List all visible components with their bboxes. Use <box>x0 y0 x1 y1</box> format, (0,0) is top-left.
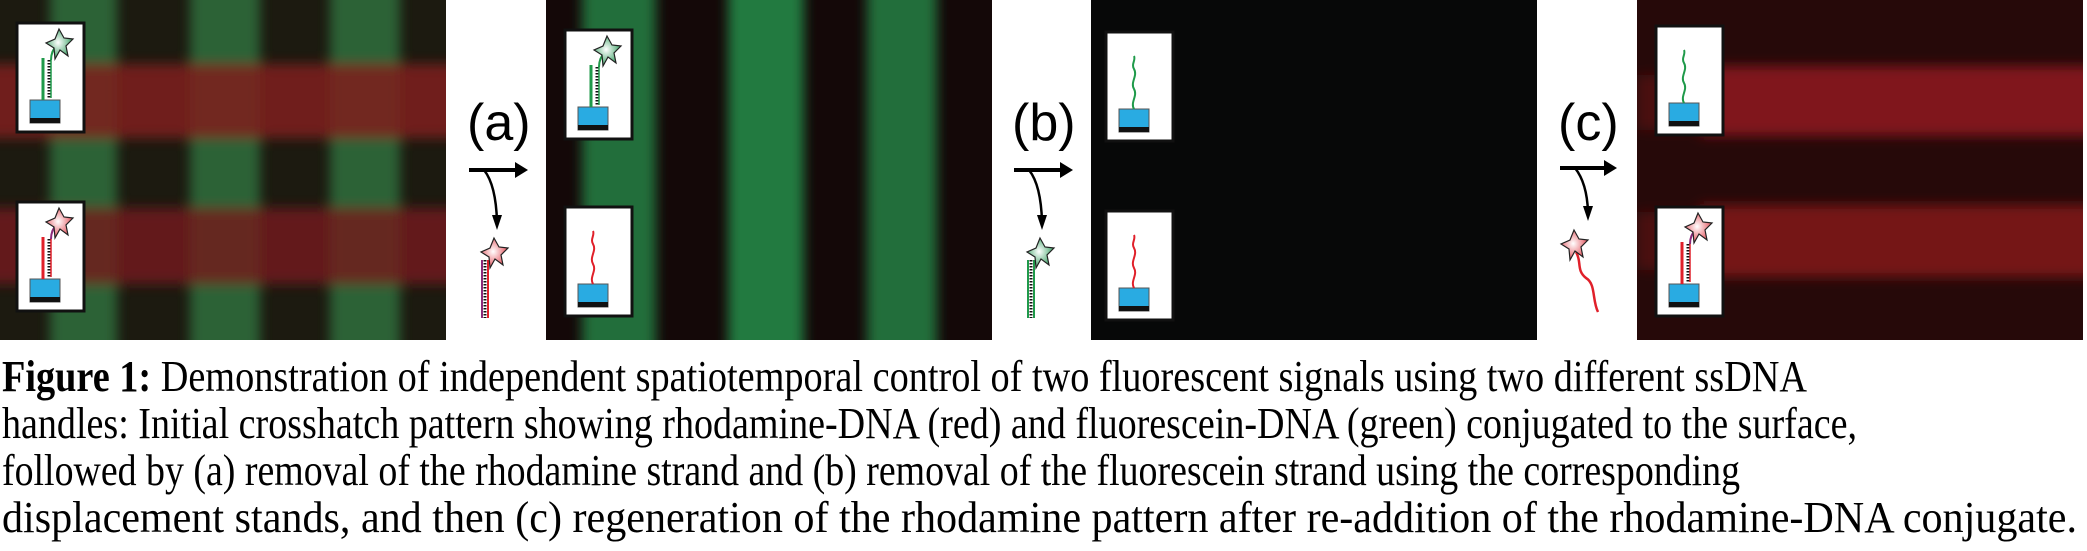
inset-rhodamine-dsdna <box>1654 205 1725 318</box>
arrow-icon <box>1014 162 1073 230</box>
figure-caption: Figure 1: Demonstration of independent s… <box>2 353 2087 541</box>
step-a: (a) <box>467 94 531 318</box>
panel-after-fluorescein-removal <box>1091 0 1537 340</box>
arrow-icon <box>1560 160 1617 221</box>
figure-graphic: (a) (b) <box>0 0 2083 340</box>
arrow-icon <box>469 162 528 230</box>
inset-fluorescein-ssdna <box>1654 24 1725 137</box>
added-rhodamine-ssdna-icon <box>1560 229 1600 313</box>
inset-rhodamine-ssdna <box>563 205 634 318</box>
caption-line-4: displacement stands, and then (c) regene… <box>2 493 2077 542</box>
inset-rhodamine-ssdna <box>1104 209 1175 322</box>
panel-rhodamine-regenerated <box>1637 0 2083 340</box>
caption-line-3: followed by (a) removal of the rhodamine… <box>2 446 1740 495</box>
step-label-c: (c) <box>1558 94 1619 152</box>
step-c: (c) <box>1558 94 1619 313</box>
panel-initial-crosshatch <box>0 0 446 340</box>
step-label-a: (a) <box>467 94 531 152</box>
inset-fluorescein-ssdna <box>1104 30 1175 143</box>
caption-line-2: handles: Initial crosshatch pattern show… <box>2 399 1857 448</box>
step-label-b: (b) <box>1012 94 1076 152</box>
caption-text: Demonstration of independent spatiotempo… <box>151 352 1808 401</box>
step-b: (b) <box>1012 94 1076 318</box>
panel-after-rhodamine-removal <box>546 0 992 340</box>
inset-fluorescein-dsdna <box>563 28 634 141</box>
caption-prefix: Figure 1: <box>2 352 152 401</box>
caption-line-1: Figure 1: Demonstration of independent s… <box>2 353 1807 400</box>
inset-fluorescein-dsdna <box>15 21 86 134</box>
released-rhodamine-duplex-icon <box>480 237 509 318</box>
released-fluorescein-duplex-icon <box>1026 237 1055 318</box>
inset-rhodamine-dsdna <box>15 200 86 313</box>
